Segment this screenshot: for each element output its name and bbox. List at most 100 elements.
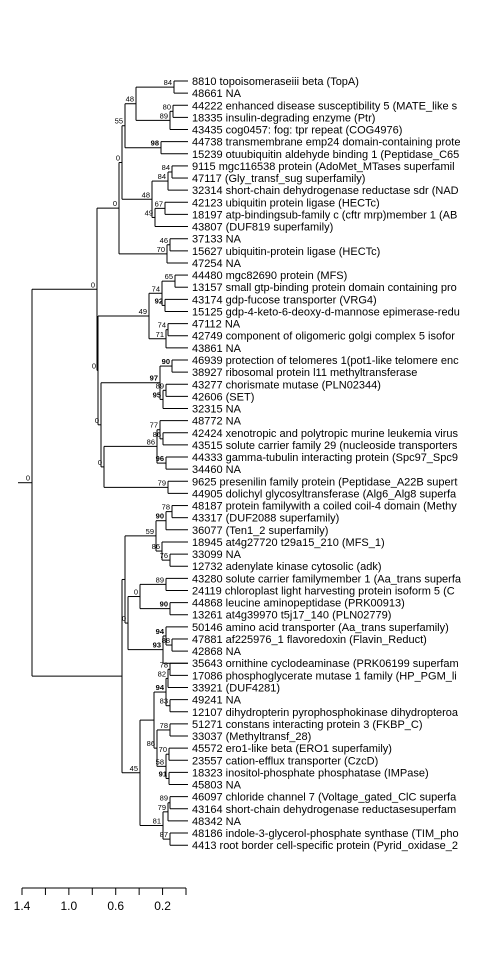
leaf-label: 50146 amino acid transporter (Aa_trans s…: [192, 622, 449, 634]
support-value: 94: [156, 683, 165, 692]
leaf-label: 51271 constans interacting protein 3 (FK…: [192, 719, 423, 731]
support-value: 88: [162, 636, 170, 645]
leaf-label: 46939 protection of telomeres 1(pot1-lik…: [192, 355, 459, 367]
leaf-label: 43861 NA: [192, 343, 242, 355]
leaf-label: 44333 gamma-tubulin interacting protein …: [192, 452, 458, 464]
support-value: 84: [158, 172, 166, 181]
support-value: 71: [156, 330, 164, 339]
leaf-label: 44738 transmembrane emp24 domain-contain…: [192, 137, 460, 149]
leaf-label: 48187 protein familywith a coiled coil-4…: [192, 501, 457, 513]
leaf-label: 43164 short-chain dehydrogenase reductas…: [192, 804, 456, 816]
leaf-label: 45572 ero1-like beta (ERO1 superfamily): [192, 743, 392, 755]
leaf-label: 48772 NA: [192, 416, 242, 428]
leaf-label: 44868 leucine aminopeptidase (PRK00913): [192, 598, 405, 610]
leaf-label: 46097 chloride channel 7 (Voltage_gated_…: [192, 792, 457, 804]
support-value: 67: [155, 199, 163, 208]
support-value: 59: [146, 527, 154, 536]
leaf-label: 32314 short-chain dehydrogenase reductas…: [192, 185, 459, 197]
support-value: 0: [98, 458, 102, 467]
support-value: 81: [153, 816, 161, 825]
support-value: 0: [116, 153, 120, 162]
leaf-label: 43515 solute carrier family 29 (nucleosi…: [192, 440, 458, 452]
leaf-label: 12732 adenylate kinase cytosolic (adk): [192, 561, 382, 573]
support-value: 93: [153, 641, 161, 650]
leaf-label: 43435 cog0457: fog: tpr repeat (COG4976): [192, 125, 402, 137]
scale-tick-label: 0.6: [107, 899, 124, 913]
leaf-label: 48186 indole-3-glycerol-phosphate syntha…: [192, 828, 459, 840]
support-value: 94: [156, 627, 165, 636]
support-value: 79: [158, 803, 166, 812]
leaf-label: 38927 ribosomal protein l11 methyltransf…: [192, 367, 417, 379]
leaf-label: 49241 NA: [192, 695, 242, 707]
leaf-label: 42424 xenotropic and polytropic murine l…: [192, 428, 458, 440]
support-value: 65: [165, 272, 173, 281]
support-value: 0: [134, 588, 138, 597]
leaf-label: 13261 at4g39970 t5j17_140 (PLN02779): [192, 610, 391, 622]
support-value: 90: [160, 600, 168, 609]
support-value: 46: [160, 236, 168, 245]
support-value: 87: [160, 830, 168, 839]
support-value: 78: [160, 721, 168, 730]
support-value: 80: [163, 102, 171, 111]
leaf-label: 37133 NA: [192, 234, 242, 246]
support-value: 48: [142, 190, 150, 199]
leaf-label: 44222 enhanced disease susceptibility 5 …: [192, 100, 458, 112]
support-value: 90: [156, 512, 164, 521]
leaf-label: 15239 otuubiquitin aldehyde binding 1 (P…: [192, 149, 459, 161]
leaf-label: 15125 gdp-4-keto-6-deoxy-d-mannose epime…: [192, 306, 460, 318]
leaf-label: 4413 root border cell-specific protein (…: [192, 840, 458, 852]
tree-branches: [18, 80, 188, 846]
leaf-label: 18197 atp-bindingsub-family c (cftr mrp)…: [192, 209, 457, 221]
leaf-label: 42606 (SET): [192, 391, 254, 403]
leaf-label: 47112 NA: [192, 319, 241, 331]
leaf-label: 8810 topoisomeraseiii beta (TopA): [192, 76, 359, 88]
leaf-label: 33099 NA: [192, 549, 242, 561]
leaf-label: 33921 (DUF4281): [192, 683, 280, 695]
leaf-label: 43280 solute carrier familymember 1 (Aa_…: [192, 573, 462, 585]
leaf-label: 47881 af225976_1 flavoredoxin (Flavin_Re…: [192, 634, 427, 646]
support-value: 78: [162, 503, 170, 512]
support-value: 0: [95, 416, 99, 425]
leaf-label: 48342 NA: [192, 816, 242, 828]
support-value: 70: [157, 245, 165, 254]
leaf-label: 44480 mgc82690 protein (MFS): [192, 270, 347, 282]
support-value: 49: [139, 307, 147, 316]
leaf-label: 43807 (DUF819 superfamily): [192, 222, 333, 234]
support-value: 90: [162, 357, 170, 366]
support-value: 91: [159, 769, 167, 778]
leaf-label: 9115 mgc116538 protein (AdoMet_MTases su…: [192, 161, 455, 173]
leaf-label: 42868 NA: [192, 646, 242, 658]
leaf-label: 33037 (Methyltransf_28): [192, 731, 311, 743]
support-value: 84: [162, 163, 170, 172]
support-value: 89: [156, 381, 164, 390]
support-value: 82: [158, 669, 166, 678]
leaf-label: 24119 chloroplast light harvesting prote…: [192, 585, 455, 597]
support-value: 49: [145, 208, 153, 217]
leaf-label: 18323 inositol-phosphate phosphatase (IM…: [192, 767, 429, 779]
leaf-label: 43317 (DUF2088 superfamily): [192, 513, 339, 525]
leaf-label: 35643 ornithine cyclodeaminase (PRK06199…: [192, 658, 459, 670]
scale-tick-label: 1.4: [14, 899, 31, 913]
leaf-label: 9625 presenilin family protein (Peptidas…: [192, 476, 457, 488]
support-value: 74: [152, 284, 160, 293]
support-value: 86: [152, 542, 160, 551]
leaf-label: 43174 gdp-fucose transporter (VRG4): [192, 294, 377, 306]
support-value: 58: [156, 757, 164, 766]
support-value: 48: [126, 95, 134, 104]
scale-tick-label: 0.2: [154, 899, 171, 913]
support-value: 0: [26, 474, 30, 483]
support-value: 0: [113, 199, 117, 208]
support-value: 89: [160, 794, 168, 803]
support-value: 76: [160, 551, 168, 560]
scale-bar: 1.4 1.0 0.6 0.2: [14, 887, 187, 913]
leaf-label: 36077 (Ten1_2 superfamily): [192, 525, 328, 537]
leaf-label: 44905 dolichyl glycosyltransferase (Alg6…: [192, 488, 457, 500]
scale-tick-label: 1.0: [61, 899, 78, 913]
support-value: 86: [147, 739, 155, 748]
support-value: 0: [92, 361, 96, 370]
support-value: 0: [91, 280, 95, 289]
support-value: 96: [156, 454, 164, 463]
support-value: 78: [160, 660, 168, 669]
leaf-label: 32315 NA: [192, 404, 242, 416]
